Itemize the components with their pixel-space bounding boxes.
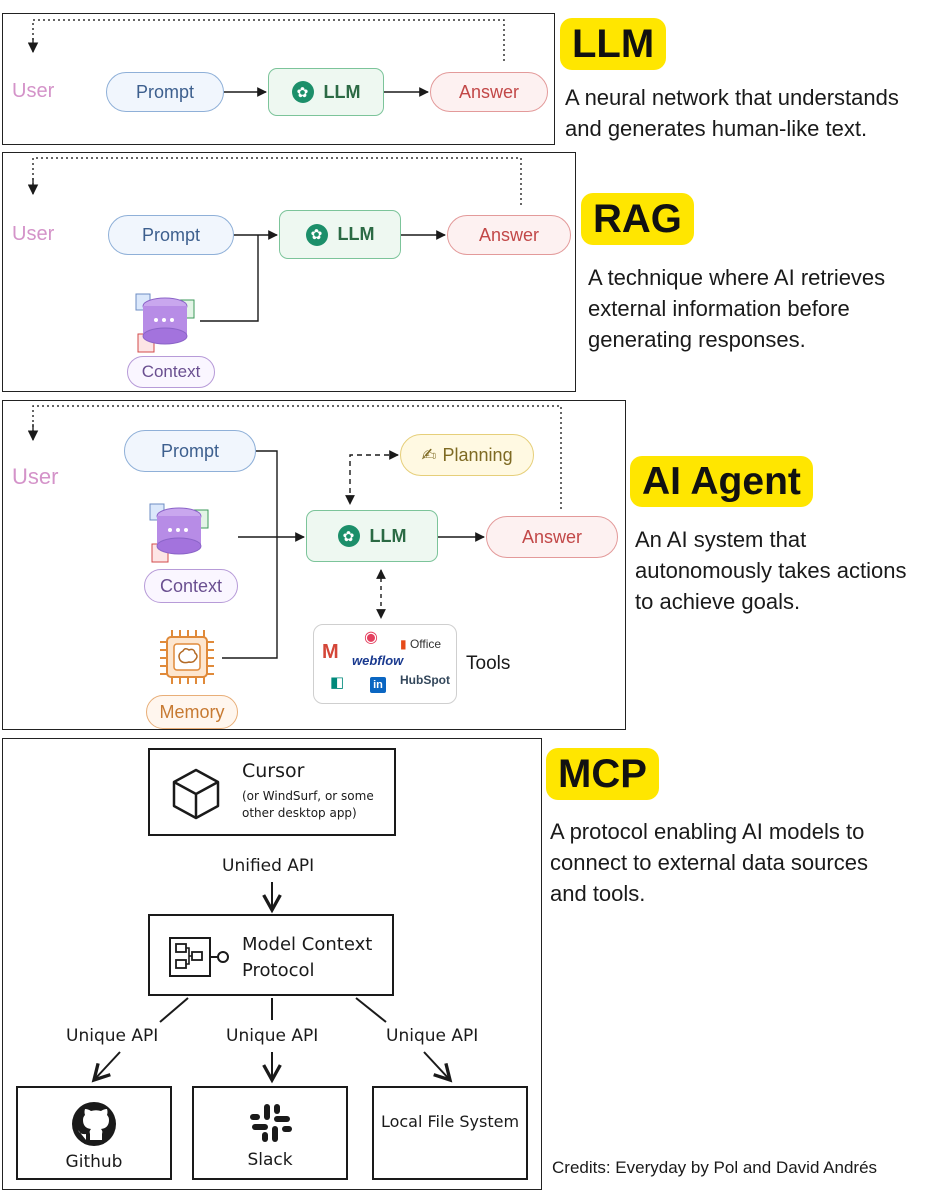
llm-answer-node: Answer (430, 72, 548, 112)
rag-description: A technique where AI retrieves external … (588, 265, 886, 352)
llm-description: A neural network that understands and ge… (565, 85, 899, 141)
agent-badge: AI Agent (630, 456, 813, 507)
tools-label: Tools (466, 653, 511, 674)
office-logo: ▮ Office (400, 637, 442, 651)
tools-box: M ◉ ▮ Office webflow ◧ in HubSpot (313, 624, 457, 704)
hubspot-logo: HubSpot (400, 673, 450, 687)
database-icon (149, 503, 209, 563)
agent-answer-node: Answer (486, 516, 618, 558)
brain-chip-icon (160, 630, 214, 684)
cursor-box: Cursor (or WindSurf, or some other deskt… (148, 748, 396, 836)
rag-prompt-node: Prompt (108, 215, 234, 255)
agent-llm-planning-link (345, 450, 399, 505)
rag-answer-node: Answer (447, 215, 571, 255)
mcp-protocol-localfs-arrow (423, 1051, 450, 1080)
webflow-logo: webflow (352, 653, 404, 668)
llm-prompt-node: Prompt (106, 72, 224, 112)
agent-prompt-node: Prompt (124, 430, 256, 472)
linkedin-icon: in (370, 677, 386, 693)
unique-api-label-slack: Unique API (226, 1026, 319, 1046)
agent-inputs-bus (222, 450, 278, 659)
agent-description: An AI system that autonomously takes act… (635, 527, 907, 614)
github-icon (72, 1102, 116, 1146)
local-fs-label: Local File System (380, 1112, 520, 1131)
rag-user-label: User (12, 223, 55, 245)
slack-label: Slack (247, 1150, 293, 1170)
agent-memory-node: Memory (146, 695, 238, 729)
agent-connectors (27, 405, 562, 659)
planning-pencil-icon: ✍ (421, 444, 437, 465)
llm-badge: LLM (560, 18, 667, 70)
cursor-subtitle: (or WindSurf, or some other desktop app) (242, 789, 374, 820)
mcp-protocol-github-top (159, 997, 189, 1023)
rag-feedback-loop (32, 157, 522, 208)
openai-icon: ✿ (291, 81, 314, 103)
slack-icon (250, 1104, 292, 1142)
local-fs-box: Local File System (372, 1086, 528, 1180)
agent-user-label: User (12, 464, 59, 489)
target-icon: ◉ (364, 629, 378, 646)
github-label: Github (65, 1152, 123, 1172)
agent-feedback-loop (32, 405, 562, 512)
mcp-description: A protocol enabling AI models to connect… (550, 819, 868, 906)
planning-label: Planning (442, 444, 513, 465)
rag-context-node: Context (127, 356, 215, 388)
mcp-protocol-github-arrow (94, 1051, 121, 1080)
mcp-badge: MCP (546, 748, 659, 800)
agent-context-node: Context (144, 569, 238, 603)
unique-api-label-localfs: Unique API (386, 1026, 479, 1046)
unified-api-label: Unified API (222, 856, 315, 876)
unique-api-label-github: Unique API (66, 1026, 159, 1046)
rag-context-to-llm (200, 235, 259, 322)
openai-icon: ✿ (337, 525, 360, 547)
gmail-icon: M (322, 641, 339, 663)
llm-user-label: User (12, 80, 55, 102)
llm-llm-node: ✿ LLM (268, 68, 384, 116)
rag-badge: RAG (581, 193, 694, 245)
cursor-title: Cursor (242, 760, 305, 782)
agent-llm-node: ✿ LLM (306, 510, 438, 562)
cube-icon (172, 768, 220, 820)
llm-feedback-loop (32, 19, 505, 64)
mcp-protocol-localfs-top (355, 997, 387, 1023)
protocol-diagram-icon (169, 937, 229, 977)
protocol-box: Model Context Protocol (148, 914, 394, 996)
llm-connectors (27, 19, 505, 97)
rag-connectors (27, 157, 522, 322)
agent-planning-node: ✍ Planning (400, 434, 534, 476)
rag-llm-node: ✿ LLM (279, 210, 401, 259)
database-icon (135, 293, 195, 353)
rag-panel (2, 152, 576, 392)
llm-llm-label: LLM (323, 81, 361, 102)
mcp-connectors (94, 882, 450, 1080)
openai-icon: ✿ (305, 223, 328, 246)
rag-llm-label: LLM (337, 224, 375, 244)
protocol-label: Model Context Protocol (242, 934, 373, 981)
github-box: Github (16, 1086, 172, 1180)
credits-text: Credits: Everyday by Pol and David André… (552, 1158, 878, 1177)
meet-icon: ◧ (330, 674, 345, 691)
slack-box: Slack (192, 1086, 348, 1180)
agent-llm-label: LLM (369, 525, 407, 546)
